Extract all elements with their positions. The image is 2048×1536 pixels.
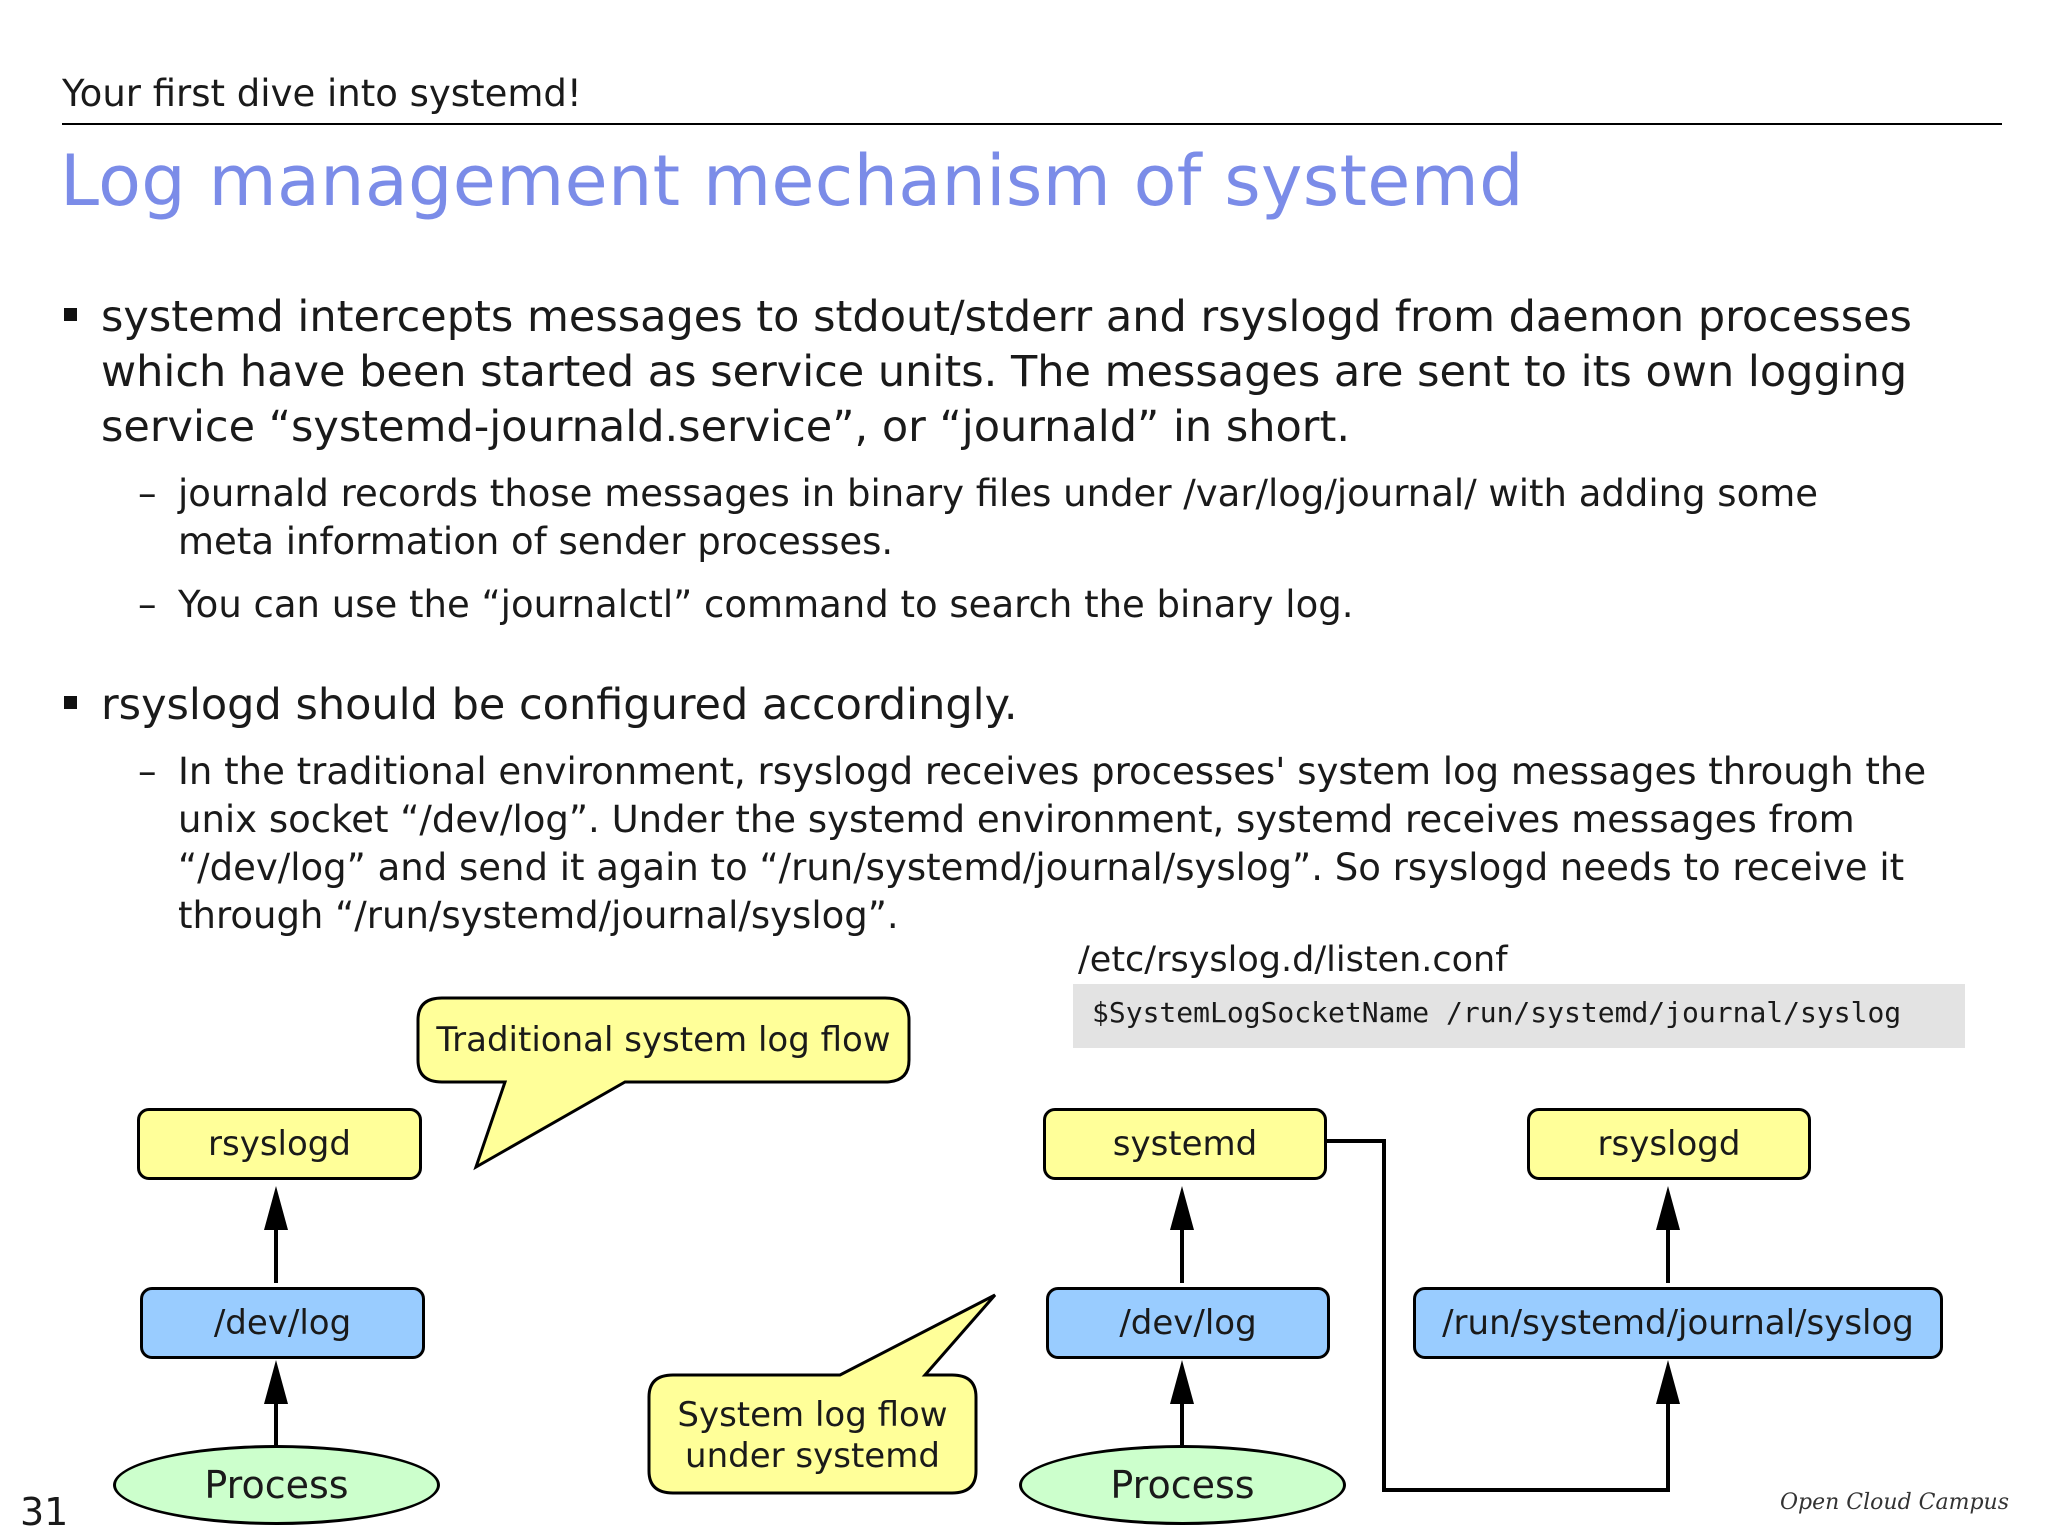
node-process-traditional: Process [113, 1445, 440, 1525]
arrow-journal-syslog-to-rsyslogd [1656, 1186, 1680, 1283]
sub-bullet-1-1: journald records those messages in binar… [178, 470, 1818, 566]
bullet-1-line: systemd intercepts messages to stdout/st… [101, 292, 1912, 342]
bullet-2-text: rsyslogd should be configured accordingl… [101, 678, 1018, 733]
header-divider [62, 123, 2002, 125]
bullet-1-line: which have been started as service units… [101, 347, 1908, 397]
page-number: 31 [20, 1490, 69, 1534]
sub-bullet-dash: – [138, 750, 157, 793]
bullet-1-text: systemd intercepts messages to stdout/st… [101, 290, 1912, 455]
section-header: Your first dive into systemd! [62, 72, 582, 115]
sub-bullet-line: You can use the “journalctl” command to … [178, 583, 1354, 626]
callout-traditional-label: Traditional system log flow [436, 1020, 891, 1060]
sub-bullet-line: In the traditional environment, rsyslogd… [178, 750, 1927, 793]
callout-systemd-label: System log flow under systemd [649, 1395, 976, 1477]
callout-systemd-line: System log flow [677, 1395, 948, 1435]
sub-bullet-line: “/dev/log” and send it again to “/run/sy… [178, 846, 1905, 889]
bullet-marker [64, 696, 77, 709]
node-systemd: systemd [1043, 1108, 1327, 1180]
bullet-1-line: service “systemd-journald.service”, or “… [101, 402, 1351, 452]
arrow-devlog-to-systemd [1170, 1186, 1194, 1283]
node-devlog-systemd: /dev/log [1046, 1287, 1330, 1359]
node-process-systemd: Process [1019, 1445, 1346, 1525]
sub-bullet-line: unix socket “/dev/log”. Under the system… [178, 798, 1855, 841]
sub-bullet-dash: – [138, 583, 157, 626]
config-code-box [1073, 984, 1965, 1048]
node-journal-syslog: /run/systemd/journal/syslog [1413, 1287, 1943, 1359]
sub-bullet-line: meta information of sender processes. [178, 520, 894, 563]
bullet-2-line: rsyslogd should be configured accordingl… [101, 680, 1018, 730]
node-devlog-traditional: /dev/log [140, 1287, 425, 1359]
arrow-process-to-devlog-systemd [1170, 1360, 1194, 1445]
config-filename: /etc/rsyslog.d/listen.conf [1078, 940, 1508, 980]
bullet-marker [64, 308, 77, 321]
arrow-process-to-devlog [264, 1360, 288, 1445]
slide-title: Log management mechanism of systemd [60, 140, 1524, 222]
arrow-devlog-to-rsyslogd [264, 1186, 288, 1283]
sub-bullet-line: through “/run/systemd/journal/syslog”. [178, 894, 899, 937]
sub-bullet-2-1: In the traditional environment, rsyslogd… [178, 748, 1926, 940]
sub-bullet-line: journald records those messages in binar… [178, 472, 1819, 515]
node-rsyslogd-systemd: rsyslogd [1527, 1108, 1811, 1180]
node-rsyslogd-traditional: rsyslogd [137, 1108, 422, 1180]
callout-systemd-shape [647, 1293, 997, 1495]
footer-brand: Open Cloud Campus [1780, 1490, 2010, 1515]
config-code: $SystemLogSocketName /run/systemd/journa… [1092, 996, 1902, 1029]
callout-traditional-shape [416, 996, 911, 1171]
arrow-systemd-to-journal-syslog [1324, 1139, 1680, 1492]
sub-bullet-dash: – [138, 472, 157, 515]
sub-bullet-1-2: You can use the “journalctl” command to … [178, 581, 1353, 629]
callout-systemd-line: under systemd [685, 1436, 940, 1476]
